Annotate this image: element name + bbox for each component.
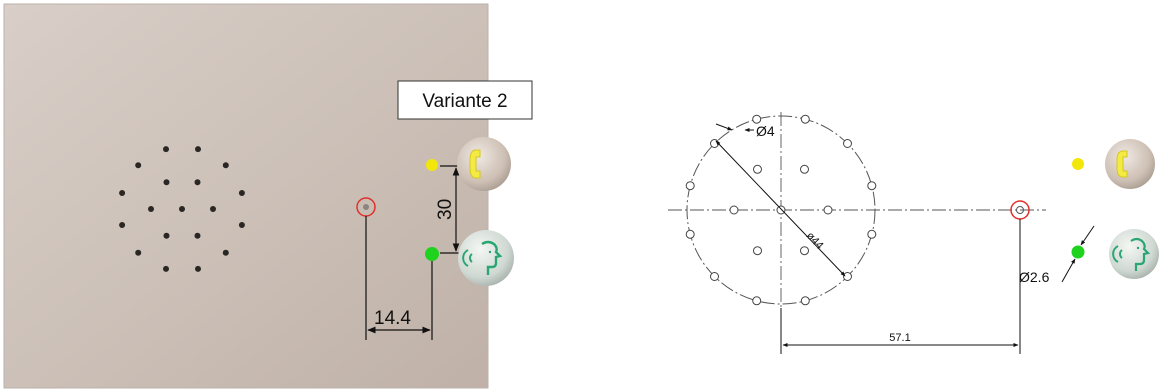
grille-hole — [238, 190, 245, 196]
hole-pattern-circle — [686, 115, 876, 305]
pattern-hole — [729, 205, 739, 215]
grille-hole — [135, 249, 142, 256]
speech-icon — [458, 230, 514, 286]
target-ring-center — [363, 204, 369, 210]
grille-hole — [163, 232, 170, 239]
yellow-led-indicator — [1072, 158, 1084, 170]
pattern-hole — [685, 181, 695, 191]
dimension-label-hole-4: Ø4 — [756, 123, 775, 139]
pattern-hole — [753, 246, 762, 256]
grille-hole — [194, 179, 201, 186]
grille-hole — [210, 206, 216, 212]
dimension-label-57-1: 57.1 — [889, 332, 910, 344]
pattern-hole — [753, 164, 762, 174]
pattern-hole — [710, 139, 719, 148]
dimension-label-14-4: 14.4 — [374, 308, 411, 329]
right-panel: ø44 Ø4 57.1 Ø2.6 — [668, 112, 1159, 354]
grille-hole — [135, 162, 142, 169]
pattern-hole — [800, 164, 809, 174]
grille-hole — [222, 249, 229, 256]
pattern-hole — [710, 272, 719, 281]
variant-label-box — [397, 80, 533, 120]
grille-hole — [119, 190, 126, 196]
grille-hole — [119, 222, 126, 228]
pattern-hole — [867, 181, 877, 191]
grille-hole — [238, 222, 245, 228]
target-ring-inner — [1016, 206, 1024, 214]
grille-hole — [195, 146, 201, 153]
pattern-hole — [823, 205, 833, 215]
green-led-indicator — [1071, 245, 1085, 259]
dimension-label-led-2-6: Ø2.6 — [1019, 269, 1050, 285]
device-faceplate-photo — [4, 4, 488, 388]
pattern-hole — [843, 139, 852, 148]
pattern-hole — [776, 205, 786, 215]
pattern-hole — [685, 229, 695, 239]
variant-label: Variante 2 — [422, 91, 507, 112]
leader-line-led-bottom — [1061, 258, 1076, 283]
pattern-hole — [752, 114, 762, 124]
left-panel: 14.4 30 Variante 2 — [3, 3, 533, 389]
grille-hole — [179, 206, 185, 212]
dimension-line-diameter-44 — [715, 140, 846, 277]
grille-hole — [163, 265, 169, 272]
grille-hole — [195, 265, 201, 272]
pattern-hole — [800, 296, 810, 306]
yellow-led-indicator — [426, 159, 438, 171]
grille-hole — [194, 232, 201, 239]
pattern-hole — [800, 246, 809, 256]
grille-hole — [163, 179, 170, 186]
phone-icon — [457, 137, 511, 191]
grille-hole — [163, 146, 169, 153]
leader-line-led-top — [1080, 225, 1095, 246]
grille-hole — [222, 162, 229, 169]
speech-icon — [1109, 229, 1159, 279]
green-led-indicator — [425, 247, 439, 261]
pattern-hole — [800, 114, 810, 124]
grille-hole — [148, 206, 154, 212]
speaker-grille — [119, 146, 245, 272]
phone-icon — [1105, 139, 1155, 189]
pattern-hole — [843, 272, 852, 281]
pattern-hole — [867, 229, 877, 239]
leader-line-hole — [715, 123, 733, 131]
dimension-label-30: 30 — [435, 199, 456, 220]
pattern-hole — [752, 296, 762, 306]
